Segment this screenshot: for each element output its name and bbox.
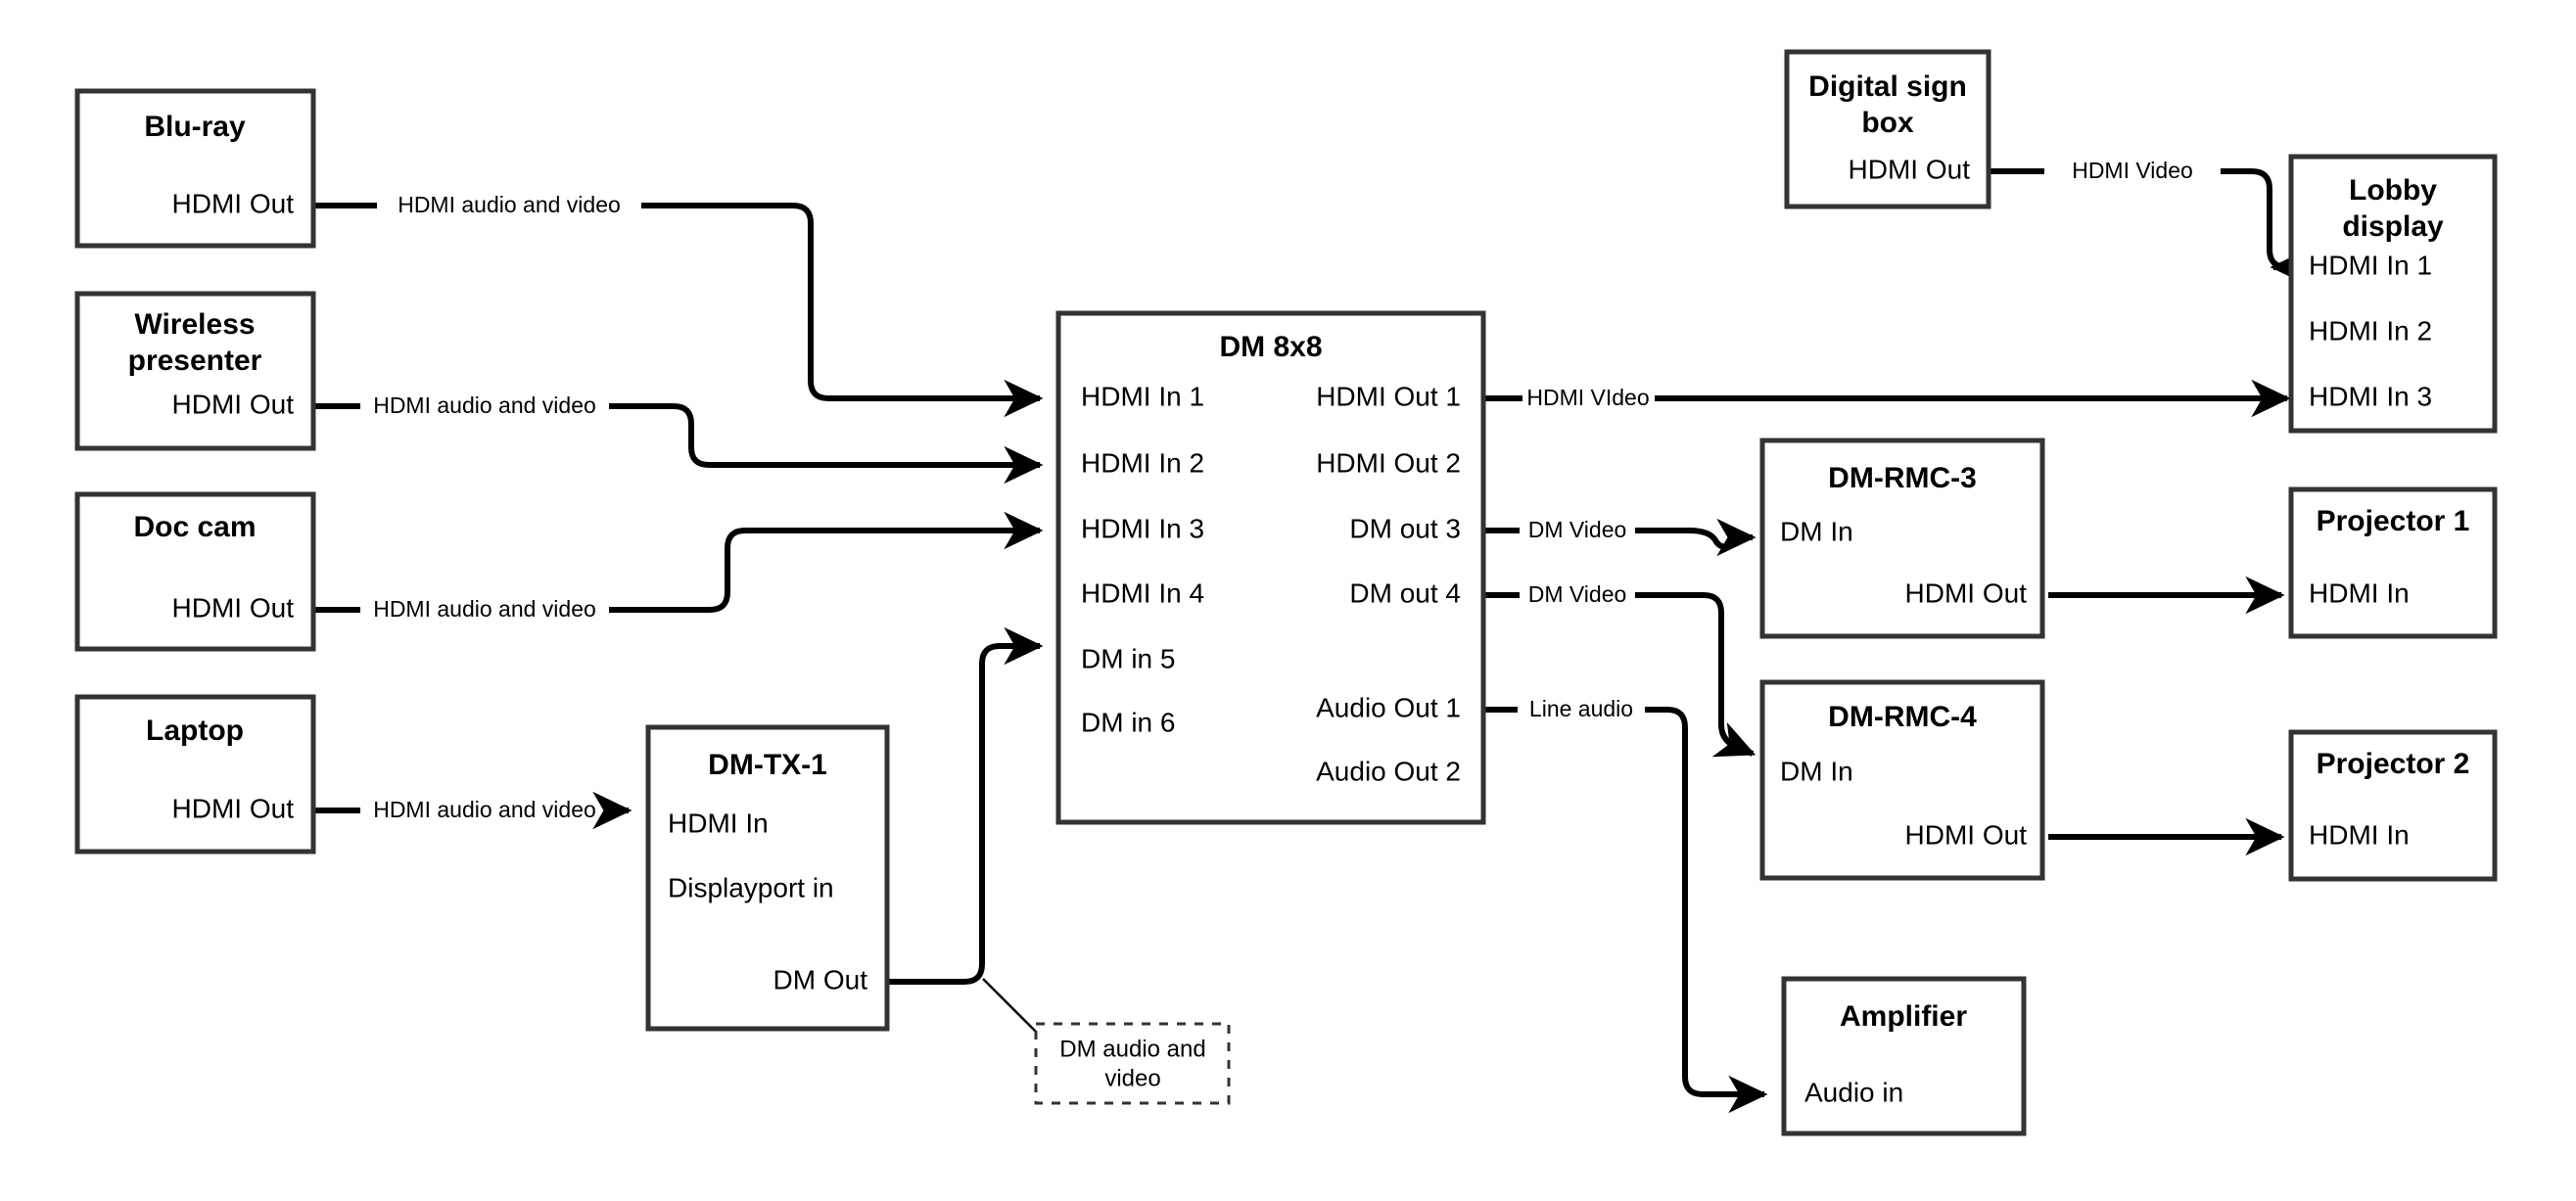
- dm-tx-1-port-dm-out: DM Out: [773, 964, 868, 994]
- wire-dmout1-to-lobby: HDMI VIdeo: [1483, 379, 2291, 418]
- dm-rmc-3-port-dm-in: DM In: [1780, 516, 1853, 546]
- device-dm-8x8[interactable]: DM 8x8 HDMI In 1 HDMI In 2 HDMI In 3 HDM…: [1055, 310, 1486, 825]
- dm-rmc-3-port-hdmi-out: HDMI Out: [1905, 577, 2028, 608]
- projector-1-box[interactable]: [2288, 486, 2498, 639]
- digital-sign-box-port-hdmi-out: HDMI Out: [1849, 154, 1971, 184]
- bluray-box[interactable]: [74, 88, 316, 249]
- dm-rmc-4-port-hdmi-out: HDMI Out: [1905, 819, 2028, 850]
- projector-2-box[interactable]: [2288, 729, 2498, 882]
- projector-1-title: Projector 1: [2317, 505, 2470, 537]
- dm-8x8-input-hdmi-in-3: HDMI In 3: [1081, 513, 1204, 543]
- lobby-display-title-line1: Lobby: [2349, 174, 2437, 207]
- lobby-display-title-line2: display: [2342, 210, 2444, 243]
- dm-8x8-box[interactable]: [1055, 310, 1486, 825]
- device-bluray[interactable]: Blu-ray HDMI Out: [74, 88, 316, 249]
- amplifier-title: Amplifier: [1840, 1000, 1967, 1033]
- doc-cam-port-hdmi-out: HDMI Out: [172, 592, 295, 623]
- edge-label-wireless: HDMI audio and video: [373, 393, 596, 418]
- edge-label-doccam: HDMI audio and video: [373, 596, 596, 622]
- device-dm-rmc-3[interactable]: DM-RMC-3 DM In HDMI Out: [1759, 438, 2045, 639]
- dm-rmc-4-title: DM-RMC-4: [1828, 701, 1977, 733]
- edge-label-hdmi-video-lobby: HDMI VIdeo: [1526, 385, 1649, 410]
- device-dm-rmc-4[interactable]: DM-RMC-4 DM In HDMI Out: [1759, 679, 2045, 881]
- edge-label-line-audio: Line audio: [1529, 696, 1633, 721]
- dm-8x8-output-audio-out-2: Audio Out 2: [1316, 756, 1461, 786]
- digital-sign-box-rect[interactable]: [1784, 49, 1991, 209]
- laptop-box[interactable]: [74, 694, 316, 855]
- device-wireless-presenter[interactable]: Wireless presenter HDMI Out: [74, 291, 316, 451]
- dm-8x8-title: DM 8x8: [1219, 331, 1322, 363]
- dm-8x8-output-hdmi-out-1: HDMI Out 1: [1316, 381, 1461, 411]
- wire-dmtx1-to-dm8x8: [887, 626, 1044, 985]
- device-doc-cam[interactable]: Doc cam HDMI Out: [74, 491, 316, 652]
- dm-rmc-3-title: DM-RMC-3: [1828, 462, 1977, 494]
- dm-rmc-4-port-dm-in: DM In: [1780, 756, 1853, 786]
- device-amplifier[interactable]: Amplifier Audio in: [1781, 976, 2027, 1136]
- dm-8x8-output-dm-out-3: DM out 3: [1349, 513, 1461, 543]
- callout-note-line2: video: [1104, 1065, 1160, 1091]
- device-digital-sign-box[interactable]: Digital sign box HDMI Out: [1784, 49, 1991, 209]
- wire-wireless-to-dm8x8: HDMI audio and video: [313, 393, 1044, 485]
- wireless-presenter-port-hdmi-out: HDMI Out: [172, 389, 295, 419]
- edge-label-dmvideo-rmc4: DM Video: [1528, 581, 1627, 607]
- projector-1-port-hdmi-in: HDMI In: [2309, 577, 2410, 608]
- dm-8x8-input-hdmi-in-4: HDMI In 4: [1081, 577, 1204, 608]
- wire-dmout3-to-rmc3: DM Video: [1483, 517, 1756, 557]
- amplifier-port-audio-in: Audio in: [1804, 1077, 1903, 1107]
- bluray-title: Blu-ray: [144, 111, 246, 143]
- digital-sign-box-title-line2: box: [1861, 107, 1914, 139]
- dm-tx-1-box[interactable]: [645, 724, 890, 1032]
- device-projector-1[interactable]: Projector 1 HDMI In: [2288, 486, 2498, 639]
- projector-2-port-hdmi-in: HDMI In: [2309, 819, 2410, 850]
- bluray-port-hdmi-out: HDMI Out: [172, 188, 295, 218]
- dm-tx-1-port-hdmi-in: HDMI In: [668, 808, 769, 838]
- amplifier-box[interactable]: [1781, 976, 2027, 1136]
- device-dm-tx-1[interactable]: DM-TX-1 HDMI In Displayport in DM Out: [645, 724, 890, 1032]
- device-projector-2[interactable]: Projector 2 HDMI In: [2288, 729, 2498, 882]
- dm-rmc-4-box[interactable]: [1759, 679, 2045, 881]
- wire-sign-to-lobby: HDMI Video: [1989, 158, 2310, 287]
- wire-audioout1-to-amplifier: Line audio: [1483, 696, 1768, 1114]
- dm-8x8-output-audio-out-1: Audio Out 1: [1316, 692, 1461, 722]
- laptop-title: Laptop: [146, 715, 244, 747]
- edge-label-bluray: HDMI audio and video: [398, 192, 621, 217]
- device-laptop[interactable]: Laptop HDMI Out: [74, 694, 316, 855]
- wireless-presenter-box[interactable]: [74, 291, 316, 451]
- dm-tx-1-title: DM-TX-1: [708, 749, 827, 781]
- dm-8x8-input-hdmi-in-1: HDMI In 1: [1081, 381, 1204, 411]
- wireless-presenter-title-line2: presenter: [128, 345, 262, 377]
- dm-8x8-output-dm-out-4: DM out 4: [1349, 577, 1461, 608]
- callout-note-line1: DM audio and: [1059, 1036, 1205, 1062]
- laptop-port-hdmi-out: HDMI Out: [172, 793, 295, 823]
- device-lobby-display[interactable]: Lobby display HDMI In 1 HDMI In 2 HDMI I…: [2288, 154, 2498, 434]
- lobby-display-box[interactable]: [2288, 154, 2498, 434]
- edge-label-dmvideo-rmc3: DM Video: [1528, 517, 1627, 542]
- dm-8x8-input-hdmi-in-2: HDMI In 2: [1081, 447, 1204, 478]
- lobby-display-input-hdmi-in-2: HDMI In 2: [2309, 315, 2432, 346]
- dm-8x8-input-dm-in-6: DM in 6: [1081, 707, 1175, 737]
- doc-cam-title: Doc cam: [133, 511, 256, 543]
- dm-rmc-3-box[interactable]: [1759, 438, 2045, 639]
- wire-dmout4-to-rmc4: DM Video: [1483, 581, 1756, 758]
- dm-tx-1-port-displayport-in: Displayport in: [668, 872, 834, 902]
- doc-cam-box[interactable]: [74, 491, 316, 652]
- lobby-display-input-hdmi-in-3: HDMI In 3: [2309, 381, 2432, 411]
- lobby-display-input-hdmi-in-1: HDMI In 1: [2309, 250, 2432, 280]
- wireless-presenter-title-line1: Wireless: [134, 308, 255, 341]
- wire-doccam-to-dm8x8: HDMI audio and video: [313, 511, 1044, 622]
- dm-8x8-output-hdmi-out-2: HDMI Out 2: [1316, 447, 1461, 478]
- wire-laptop-to-dmtx1: HDMI audio and video: [313, 791, 632, 830]
- edge-label-laptop: HDMI audio and video: [373, 797, 596, 822]
- edge-label-sign-lobby: HDMI Video: [2072, 158, 2193, 183]
- callout-dm-audio-and-video: DM audio and video: [1034, 1022, 1231, 1105]
- wire-bluray-to-dm8x8: HDMI audio and video: [313, 192, 1044, 418]
- dm-8x8-input-dm-in-5: DM in 5: [1081, 643, 1175, 673]
- digital-sign-box-title-line1: Digital sign: [1808, 70, 1967, 103]
- callout-note-box: [1034, 1022, 1231, 1105]
- projector-2-title: Projector 2: [2317, 748, 2470, 780]
